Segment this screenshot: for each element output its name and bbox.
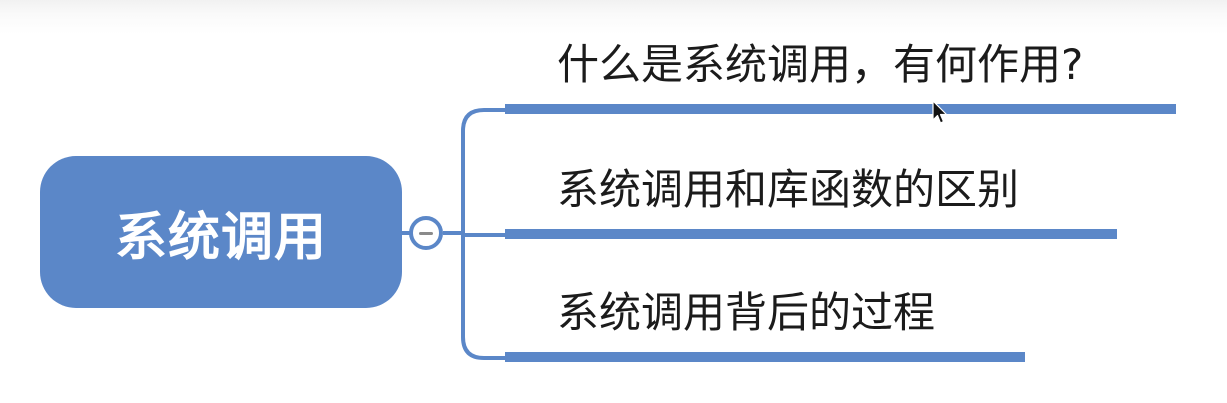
branch-2-label[interactable]: 系统调用和库函数的区别 [557, 165, 1020, 214]
branch-2-underline [505, 229, 1117, 239]
branch-spine [461, 108, 505, 360]
collapse-minus-icon [419, 231, 433, 235]
branch-3-underline [505, 352, 1025, 362]
collapse-toggle-button[interactable] [409, 216, 443, 250]
branch-1-underline [505, 104, 1176, 114]
branch-1-label[interactable]: 什么是系统调用，有何作用? [557, 40, 1084, 89]
mouse-pointer-icon [932, 100, 948, 124]
branch-3-label[interactable]: 系统调用背后的过程 [557, 288, 936, 337]
root-label: 系统调用 [114, 207, 327, 268]
root-node[interactable]: 系统调用 [40, 156, 402, 308]
